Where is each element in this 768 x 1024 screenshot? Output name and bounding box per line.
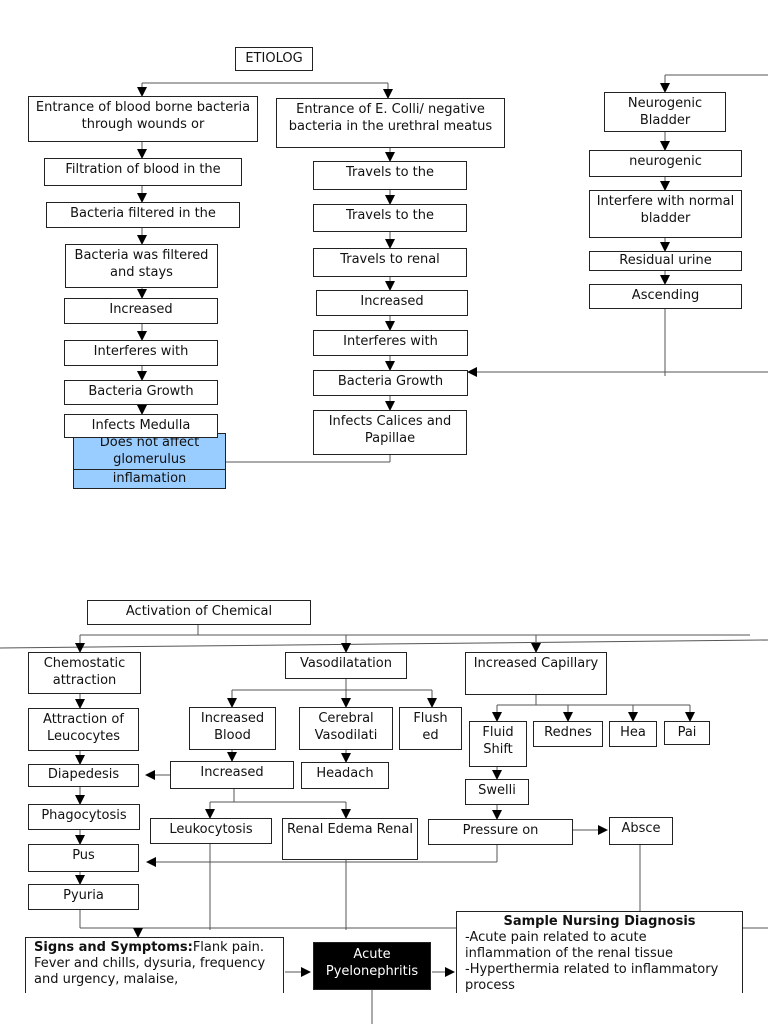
fluid-shift: Fluid Shift bbox=[469, 721, 527, 767]
renal-edema: Renal Edema Renal bbox=[282, 818, 418, 860]
col1-bacteria-stays: Bacteria was filtered and stays bbox=[65, 244, 218, 288]
col2-interferes-with: Interferes with bbox=[313, 330, 468, 356]
col3-ascending: Ascending bbox=[589, 284, 742, 309]
signs-and-symptoms: Signs and Symptoms:Flank pain. Fever and… bbox=[25, 937, 284, 993]
vasodilatation: Vasodilatation bbox=[285, 652, 407, 679]
col3-interfere-normal-bladder: Interfere with normal bladder bbox=[589, 190, 742, 238]
redness: Rednes bbox=[533, 721, 603, 747]
swelling: Swelli bbox=[465, 779, 529, 805]
col1-bacteria-growth: Bacteria Growth bbox=[64, 380, 218, 405]
attraction-of-leucocytes: Attraction of Leucocytes bbox=[28, 708, 139, 751]
col2-infects-calices: Infects Calices and Papillae bbox=[313, 410, 467, 455]
signs-text: Flank pain. Fever and chills, dysuria, f… bbox=[34, 940, 266, 987]
increased-blood: Increased Blood bbox=[189, 707, 276, 750]
col1-infects-medulla: Infects Medulla bbox=[64, 414, 218, 438]
acute-pyelonephritis: Acute Pyelonephritis bbox=[313, 942, 431, 990]
col1-does-not-affect-glomerulus: Does not affect glomerulus bbox=[73, 433, 226, 470]
heat: Hea bbox=[609, 721, 657, 747]
col3-neurogenic: neurogenic bbox=[589, 150, 742, 177]
increased-capillary: Increased Capillary bbox=[465, 652, 607, 695]
nursing-item-1: -Acute pain related to acute inflammatio… bbox=[465, 930, 673, 961]
col2-travels-to-the-2: Travels to the bbox=[313, 204, 467, 232]
chemostatic-attraction: Chemostatic attraction bbox=[28, 652, 141, 694]
abscess: Absce bbox=[609, 817, 673, 845]
nursing-title: Sample Nursing Diagnosis bbox=[503, 914, 696, 929]
col3-neurogenic-bladder: Neurogenic Bladder bbox=[604, 92, 726, 132]
col1-inflamation: inflamation bbox=[73, 469, 226, 489]
col2-entrance-e-colli: Entrance of E. Colli/ negative bacteria … bbox=[276, 98, 505, 148]
col3-residual-urine: Residual urine bbox=[589, 251, 742, 271]
increased-blood-flow: Increased bbox=[170, 761, 294, 789]
col1-interferes-with: Interferes with bbox=[64, 340, 218, 366]
pus: Pus bbox=[28, 844, 139, 872]
nursing-diagnosis: Sample Nursing Diagnosis -Acute pain rel… bbox=[456, 911, 743, 993]
phagocytosis: Phagocytosis bbox=[28, 804, 140, 830]
flushed: Flush ed bbox=[399, 707, 462, 750]
diapedesis: Diapedesis bbox=[28, 764, 139, 787]
cerebral-vasodilation: Cerebral Vasodilati bbox=[299, 707, 393, 750]
col2-travels-to-renal: Travels to renal bbox=[313, 248, 467, 277]
etiology-title: ETIOLOG bbox=[235, 47, 313, 71]
col2-increased: Increased bbox=[316, 290, 468, 316]
pain: Pai bbox=[664, 721, 710, 745]
col2-travels-to-the-1: Travels to the bbox=[313, 161, 467, 190]
leukocytosis: Leukocytosis bbox=[150, 818, 272, 844]
col2-bacteria-growth: Bacteria Growth bbox=[313, 370, 468, 396]
col1-increased: Increased bbox=[64, 298, 218, 324]
pyuria: Pyuria bbox=[28, 884, 139, 910]
signs-title: Signs and Symptoms: bbox=[34, 940, 193, 955]
col1-filtration-blood: Filtration of blood in the bbox=[44, 158, 242, 186]
headache: Headach bbox=[301, 762, 389, 789]
nursing-item-2: -Hyperthermia related to inflammatory pr… bbox=[465, 962, 719, 993]
col1-bacteria-filtered: Bacteria filtered in the bbox=[46, 202, 240, 228]
pressure-on: Pressure on bbox=[428, 819, 573, 845]
col1-entrance-blood-borne: Entrance of blood borne bacteria through… bbox=[28, 96, 258, 142]
activation-of-chemical: Activation of Chemical bbox=[87, 600, 311, 625]
